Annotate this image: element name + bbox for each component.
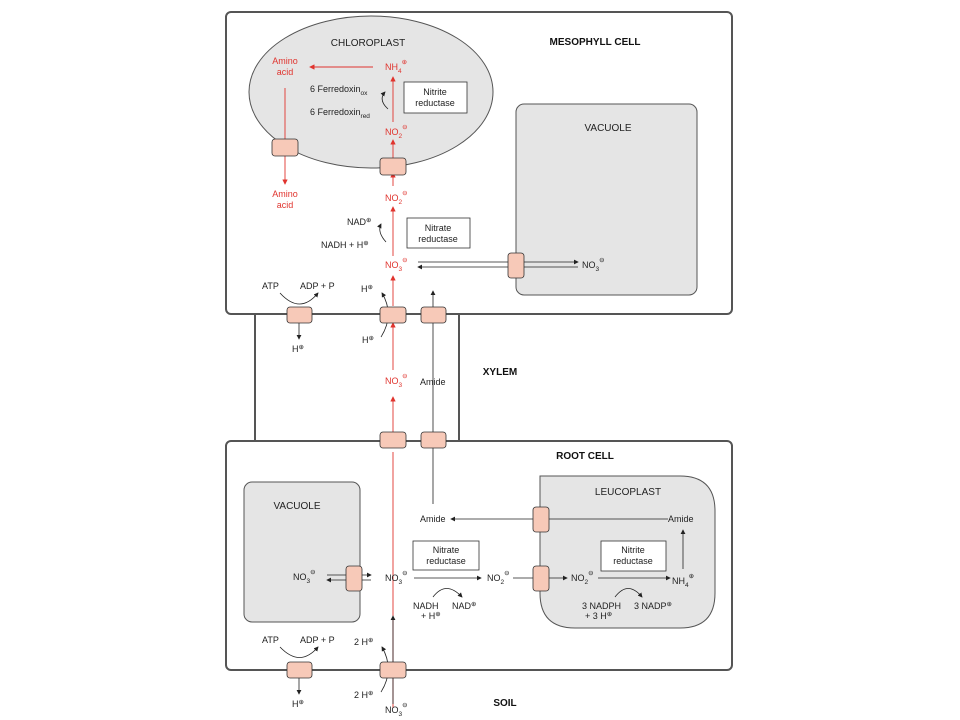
soil-title: SOIL xyxy=(493,698,516,709)
nitrate-mesophyll: NO3⊖ xyxy=(385,257,408,273)
nitrate-reductase-label-2: reductase xyxy=(418,234,458,244)
proton-mesophyll-bottom: H⊕ xyxy=(292,344,305,354)
nitrate-root-vacuole: NO3⊖ xyxy=(293,569,316,585)
nitrite-root-cytosol: NO2⊖ xyxy=(487,570,510,586)
amino-acid-label-cytosol-2: acid xyxy=(277,200,294,210)
nitrite-reductase-label: Nitrite xyxy=(423,87,447,97)
root-amide-exporter xyxy=(420,431,447,449)
amino-acid-label-chloroplast: Amino xyxy=(272,56,298,66)
mesophyll-vacuole xyxy=(515,103,698,296)
ferredoxin-cycle-arrow xyxy=(380,91,389,110)
ammonium-leucoplast: NH4⊕ xyxy=(672,573,695,589)
proton-mesophyll-in: H⊕ xyxy=(362,335,375,345)
atp-root: ATP xyxy=(262,635,279,645)
nitrate-soil: NO3⊖ xyxy=(385,702,408,718)
chloroplast-amino-acid-transporter xyxy=(271,138,299,157)
nitrite-reductase-label-2: reductase xyxy=(415,98,455,108)
root-atp-hydrolysis-arrow xyxy=(279,646,319,658)
nadh-root-2: + H⊕ xyxy=(421,611,441,621)
amino-acid-label-cytosol: Amino xyxy=(272,189,298,199)
nitrate-reductase-box-mesophyll xyxy=(406,217,471,249)
adp-mesophyll: ADP + P xyxy=(300,281,335,291)
nitrite-reductase-box-leucoplast xyxy=(600,540,667,572)
nadh-cycle-arrow xyxy=(377,223,387,243)
nitrate-reductase-label: Nitrate xyxy=(425,223,452,233)
nad-root: NAD⊕ xyxy=(452,601,477,611)
mesophyll-vacuole-title: VACUOLE xyxy=(584,123,631,134)
nadph-cycle-arrow xyxy=(614,588,643,598)
chloroplast xyxy=(248,15,494,169)
nitrate-reductase-root-label-2: reductase xyxy=(426,556,466,566)
nad-mesophyll: NAD⊕ xyxy=(347,217,372,227)
mesophyll-amide-transporter xyxy=(420,306,447,324)
proton-mesophyll-top: H⊕ xyxy=(361,284,374,294)
leucoplast-amide-transporter xyxy=(532,506,550,533)
root-atpase xyxy=(286,661,313,679)
nitrite-reductase-leucoplast-label-2: reductase xyxy=(613,556,653,566)
root-nadh-cycle-arrow xyxy=(432,588,463,598)
root-vacuole xyxy=(243,481,361,623)
atp-hydrolysis-arrow xyxy=(279,292,319,305)
nitrate-xylem: NO3⊖ xyxy=(385,373,408,389)
nitrate-reductase-root-label: Nitrate xyxy=(433,545,460,555)
root-nitrate-symporter xyxy=(379,661,407,679)
leucoplast-nitrite-transporter xyxy=(532,565,550,592)
nadp-leucoplast: 3 NADP⊕ xyxy=(634,601,673,611)
mesophyll-cell-title: MESOPHYLL CELL xyxy=(550,37,641,48)
nitrite-reductase-leucoplast-label: Nitrite xyxy=(621,545,645,555)
nadph-leucoplast: 3 NADPH xyxy=(582,601,621,611)
amide-xylem: Amide xyxy=(420,377,446,387)
root-nitrate-exporter xyxy=(379,431,407,449)
ferredoxin-red: 6 Ferredoxinred xyxy=(310,107,370,120)
amide-root: Amide xyxy=(420,514,446,524)
proton-root-bottom: H⊕ xyxy=(292,699,305,709)
two-protons-root-in: 2 H⊕ xyxy=(354,637,374,647)
nadh-mesophyll: NADH + H⊕ xyxy=(321,240,369,250)
nadph-leucoplast-2: + 3 H⊕ xyxy=(585,611,613,621)
root-vacuole-nitrate-transporter xyxy=(345,565,363,592)
nadh-root: NADH xyxy=(413,601,439,611)
amide-leucoplast: Amide xyxy=(668,514,694,524)
nitrate-reductase-box-root xyxy=(412,540,480,571)
atp-mesophyll: ATP xyxy=(262,281,279,291)
root-cell-title: ROOT CELL xyxy=(556,451,614,462)
ferredoxin-ox: 6 Ferredoxinox xyxy=(310,84,368,97)
root-vacuole-title: VACUOLE xyxy=(273,501,320,512)
mesophyll-atpase xyxy=(286,306,313,324)
nitrite-cytosol: NO2⊖ xyxy=(385,190,408,206)
two-protons-soil: 2 H⊕ xyxy=(354,690,374,700)
nitrite-leucoplast: NO2⊖ xyxy=(571,570,594,586)
vacuole-nitrate-transporter xyxy=(507,252,525,279)
adp-root: ADP + P xyxy=(300,635,335,645)
nitrite-reductase-box-chloroplast xyxy=(403,81,468,114)
xylem-title: XYLEM xyxy=(483,367,517,378)
chloroplast-nitrite-transporter xyxy=(379,157,407,176)
nitrite-chloroplast: NO2⊖ xyxy=(385,124,408,140)
nitrate-vacuole: NO3⊖ xyxy=(582,257,605,273)
amino-acid-label-chloroplast-2: acid xyxy=(277,67,294,77)
ammonium-chloroplast: NH4⊕ xyxy=(385,59,408,75)
mesophyll-nitrate-symporter xyxy=(379,306,407,324)
chloroplast-title: CHLOROPLAST xyxy=(331,38,405,49)
leucoplast-title: LEUCOPLAST xyxy=(595,487,661,498)
nitrate-root-cytosol: NO3⊖ xyxy=(385,570,408,586)
